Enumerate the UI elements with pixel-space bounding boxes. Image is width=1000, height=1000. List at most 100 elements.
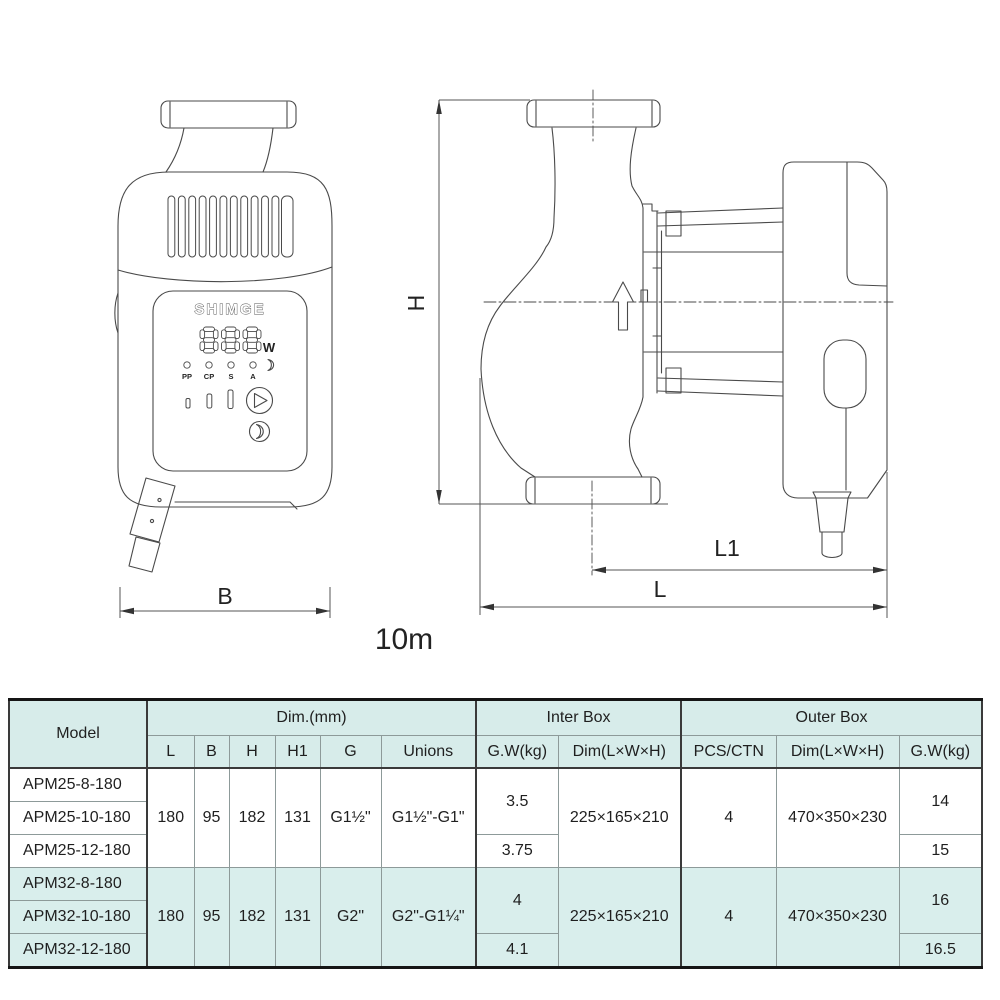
dimension-l1 — [592, 472, 888, 618]
display-unit-label: W — [263, 340, 276, 355]
cell-model: APM25-8-180 — [8, 767, 148, 802]
cell-model: APM32-10-180 — [8, 900, 148, 934]
col-group-inter-box: Inter Box — [475, 699, 682, 736]
table-row: APM32-8-180 180 95 182 131 G2" G2"-G1¼" … — [8, 867, 983, 968]
front-neck — [165, 127, 185, 173]
cell-l: 180 — [146, 767, 195, 868]
cell-pcs: 4 — [680, 867, 777, 968]
play-icon — [253, 392, 268, 409]
front-body-seam — [117, 266, 333, 283]
cable-gland-tip — [821, 531, 843, 559]
header-row-columns: L B H H1 G Unions G.W(kg) Dim(L×W×H) PCS… — [9, 735, 983, 769]
col-header-h: H — [228, 735, 276, 769]
cell-inter-dim: 225×165×210 — [557, 867, 682, 968]
front-body-bottom-edge — [174, 501, 298, 510]
control-panel — [152, 290, 308, 472]
dim-label-b: B — [217, 583, 232, 609]
cell-inter-gw: 4.1 — [475, 933, 559, 968]
cell-h1: 131 — [274, 767, 321, 868]
pump-technical-drawing: B — [114, 89, 894, 656]
led-label-a: A — [250, 372, 256, 381]
cell-outer-gw: 14 — [898, 767, 983, 835]
cell-model: APM25-12-180 — [8, 834, 148, 868]
led-indicators — [183, 361, 257, 369]
volute-right-profile — [628, 127, 644, 478]
col-header-inter-dim: Dim(L×W×H) — [557, 735, 682, 769]
table-row: APM32-12-180 4.1 16.5 — [8, 933, 983, 968]
table-row: APM32-10-180 — [8, 900, 982, 934]
cell-b: 95 — [193, 867, 230, 968]
flow-direction-arrow — [611, 281, 635, 331]
led-label-pp: PP — [182, 372, 192, 381]
cell-l: 180 — [146, 867, 195, 968]
cell-inter-gw: 3.75 — [475, 834, 559, 868]
cell-h1: 131 — [274, 867, 321, 968]
side-bottom-flange — [525, 476, 661, 505]
vent-slots — [167, 195, 294, 258]
cell-g: G2" — [319, 867, 382, 968]
motor-section — [640, 203, 784, 397]
night-mode-button — [248, 420, 271, 443]
dimension-l — [479, 378, 887, 615]
col-header-h1: H1 — [274, 735, 321, 769]
cell-inter-gw: 4 — [475, 867, 559, 934]
col-header-b: B — [193, 735, 230, 769]
col-header-g: G — [319, 735, 382, 769]
front-body — [117, 171, 333, 508]
start-button — [245, 386, 274, 415]
spec-table: Model Dim.(mm) Inter Box Outer Box L B H… — [8, 698, 984, 969]
col-header-unions: Unions — [380, 735, 477, 769]
dimension-b — [119, 587, 331, 618]
cell-model: APM32-8-180 — [8, 867, 148, 901]
cell-b: 95 — [193, 767, 230, 868]
control-box — [782, 161, 888, 559]
cell-model: APM32-12-180 — [8, 933, 148, 968]
cell-pcs: 4 — [680, 767, 777, 868]
cell-inter-gw: 3.5 — [475, 767, 559, 835]
cable-connector — [128, 477, 176, 573]
col-header-outer-gw: G.W(kg) — [898, 735, 983, 769]
dimension-h — [436, 99, 668, 505]
front-neck — [262, 127, 274, 173]
cell-g: G1½" — [319, 767, 382, 868]
table-row: APM25-8-180 180 95 182 131 G1½" G1½"-G1"… — [8, 767, 983, 868]
display-digit — [221, 326, 240, 354]
front-body-side-bump — [114, 292, 119, 334]
front-view — [114, 100, 333, 573]
moon-icon — [255, 423, 264, 440]
dim-label-h: H — [403, 295, 429, 312]
cell-outer-dim: 470×350×230 — [775, 767, 900, 868]
cell-unions: G2"-G1¼" — [380, 867, 477, 968]
cable-length-label: 10m — [375, 623, 433, 656]
cable-gland — [812, 491, 852, 533]
col-group-dim: Dim.(mm) — [145, 699, 477, 736]
control-box-seam — [846, 161, 888, 287]
cell-unions: G1½"-G1" — [380, 767, 477, 868]
level-bars — [185, 389, 234, 409]
display-digit — [242, 326, 262, 354]
night-mode-icon — [267, 358, 275, 372]
col-header-model: Model — [8, 699, 148, 769]
led-label-s: S — [228, 372, 233, 381]
cell-outer-gw: 16 — [898, 867, 983, 934]
volute-left-profile — [480, 127, 556, 478]
header-row-groups: Model Dim.(mm) Inter Box Outer Box — [8, 699, 983, 769]
col-header-pcs: PCS/CTN — [680, 735, 777, 769]
col-header-inter-gw: G.W(kg) — [475, 735, 559, 769]
side-top-flange — [526, 99, 661, 128]
cell-inter-dim: 225×165×210 — [557, 767, 682, 868]
col-header-l: L — [146, 735, 195, 769]
cell-outer-gw: 15 — [898, 834, 983, 868]
cell-h: 182 — [228, 767, 276, 868]
col-group-outer-box: Outer Box — [680, 699, 983, 736]
cell-outer-gw: 16.5 — [898, 933, 983, 968]
front-top-flange — [160, 100, 297, 129]
col-header-outer-dim: Dim(L×W×H) — [775, 735, 900, 769]
brand-logo: SHIMGE — [194, 301, 265, 318]
cell-model: APM25-10-180 — [8, 801, 148, 835]
side-view — [480, 89, 894, 576]
dim-label-l: L — [654, 576, 667, 602]
dim-label-l1: L1 — [714, 535, 740, 561]
control-box-detail — [823, 339, 867, 409]
